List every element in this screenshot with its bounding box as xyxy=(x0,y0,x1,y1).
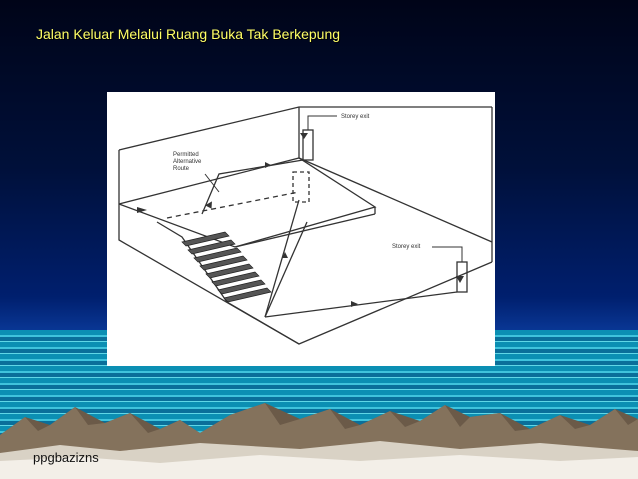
leader-top-exit xyxy=(307,115,337,130)
route-lower xyxy=(264,221,308,318)
arrow-icon xyxy=(282,252,288,258)
route-ground xyxy=(264,291,458,318)
slide-title: Jalan Keluar Melalui Ruang Buka Tak Berk… xyxy=(36,26,341,42)
leader-bottom-exit xyxy=(432,246,463,262)
storey-exit-bottom-label: Storey exit xyxy=(392,244,421,250)
mountain-range xyxy=(0,403,638,479)
permitted-route-label-line1: Permitted xyxy=(173,152,199,158)
leader-permitted-route xyxy=(204,173,220,193)
arrow-icon xyxy=(300,133,308,139)
outer-wall-front xyxy=(118,150,493,345)
storey-exit-top-label: Storey exit xyxy=(341,114,370,120)
route-upper xyxy=(201,159,304,215)
arrow-icon xyxy=(137,207,147,213)
footer-text: ppgbazizns xyxy=(33,450,99,465)
upper-exit-door xyxy=(292,171,310,203)
arrow-icon xyxy=(265,162,271,168)
right-side-floor-edge xyxy=(298,157,493,243)
permitted-route-label-line3: Route xyxy=(173,166,190,172)
upper-floor-dashed-edge xyxy=(166,191,300,219)
route-diagonal-down xyxy=(264,199,300,318)
outer-wall-back xyxy=(118,106,492,151)
arrow-icon xyxy=(205,201,212,209)
permitted-route-label-line2: Alternative xyxy=(173,159,202,165)
arrow-icon xyxy=(351,301,358,307)
staircase xyxy=(181,231,272,303)
exit-route-diagram: Storey exit Permitted Alternative Route … xyxy=(107,92,495,366)
diagram-drawing: Storey exit Permitted Alternative Route … xyxy=(118,106,493,345)
arrow-icon xyxy=(456,276,464,283)
